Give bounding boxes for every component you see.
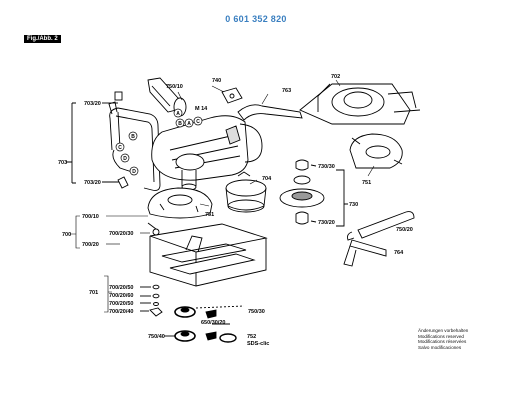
callout-702: 702 — [331, 74, 340, 80]
side-handle-703 — [108, 91, 161, 191]
callout-sds-clic: SDS-clic — [247, 341, 269, 347]
handle-763 — [237, 104, 303, 121]
callout-700-20: 700/20 — [82, 242, 99, 248]
note-line: Modifications reserved — [418, 333, 464, 339]
guard-751-middle — [147, 187, 213, 219]
letter-a2: A — [187, 121, 191, 127]
callout-730-30-top: 730/30 — [318, 164, 335, 170]
callout-750-40: 750/40 — [148, 334, 165, 340]
callout-751-right: 751 — [362, 180, 371, 186]
letter-c1: C — [196, 119, 200, 125]
callout-700-20-50: 700/20/50 — [109, 285, 133, 291]
backing-pad-730-group — [279, 159, 348, 227]
callout-704: 704 — [262, 176, 272, 182]
fasteners-700-20 — [140, 284, 163, 317]
callout-730-20: 730/20 — [318, 220, 335, 226]
callout-752: 752 — [247, 334, 256, 340]
letter-b2: B — [131, 134, 135, 140]
leader-lines — [70, 79, 375, 313]
circle-letter-markers — [115, 108, 203, 176]
letter-a1: A — [176, 111, 180, 117]
callout-763: 763 — [282, 88, 291, 94]
note-line: Salvo modificaciones — [418, 344, 462, 350]
adapter-704 — [225, 171, 267, 213]
callout-764: 764 — [394, 250, 404, 256]
callout-700-20-30: 700/20/30 — [109, 231, 133, 237]
callout-751-middle: 751 — [205, 212, 214, 218]
extraction-hood-702 — [299, 83, 421, 125]
callout-700-20-40: 700/20/40 — [109, 309, 133, 315]
letter-c2: C — [118, 145, 122, 151]
angle-grinder-head — [151, 115, 263, 191]
figure-label: Fig./Abb. 2 — [24, 35, 61, 43]
document-number: 0 601 352 820 — [225, 14, 287, 24]
callout-650-30-20: 650/30/20 — [201, 320, 225, 326]
flange-nut-assembly — [164, 305, 245, 343]
callout-703-20-top: 703/20 — [84, 101, 101, 107]
callout-703: 703 — [58, 160, 67, 166]
callout-700: 700 — [62, 232, 71, 238]
callout-703-20-bottom: 703/20 — [84, 180, 101, 186]
bar-764 — [343, 239, 387, 267]
rear-handle-740 — [147, 77, 243, 117]
callout-750-30: 750/30 — [248, 309, 265, 315]
callout-750-20: 750/20 — [396, 227, 413, 233]
note-line: Änderungen vorbehalten — [418, 328, 469, 333]
callout-740: 740 — [212, 78, 221, 84]
callout-m14: M 14 — [195, 106, 208, 112]
note-line: Modifications réservées — [418, 339, 467, 345]
callout-700-10: 700/10 — [82, 214, 99, 220]
modification-notes: Änderungen vorbehalten Modifications res… — [418, 328, 468, 350]
wrench-750-20 — [347, 211, 415, 241]
letter-b1: B — [178, 121, 182, 127]
guide-sledge-700 — [147, 222, 268, 287]
callout-730: 730 — [349, 202, 358, 208]
guard-751-right — [349, 133, 403, 169]
callout-750-10: 750/10 — [166, 84, 183, 90]
callout-701: 701 — [89, 290, 98, 296]
letter-d1: D — [123, 156, 127, 162]
callout-700-20-50b: 700/20/50 — [109, 301, 133, 307]
letter-d2: D — [132, 169, 136, 175]
callout-700-20-60: 700/20/60 — [109, 293, 133, 299]
circle-letter-labels: A B A C C D B D — [118, 111, 200, 175]
callout-labels: 703/20 703 703/20 750/10 740 M 14 763 70… — [58, 74, 413, 347]
